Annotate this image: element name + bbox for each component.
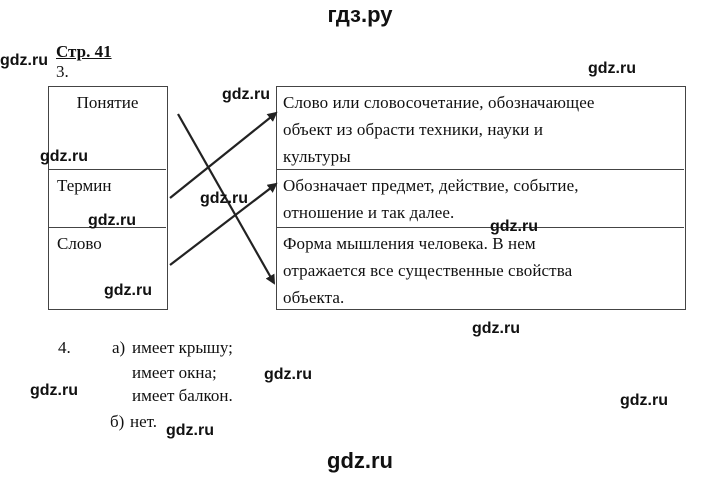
- watermark: gdz.ru: [264, 366, 312, 383]
- answer-b-label: б): [110, 412, 125, 431]
- definition-1: Слово или словосочетание, обозначающее о…: [277, 87, 684, 170]
- term-concept: Понятие: [49, 87, 166, 170]
- answer-b-text: нет.: [130, 412, 158, 431]
- watermark: gdz.ru: [620, 392, 668, 409]
- watermark: gdz.ru: [588, 60, 636, 77]
- arrow-word-to-definition-2: [169, 182, 278, 266]
- term-word: Слово: [49, 228, 166, 308]
- watermark: gdz.ru: [88, 212, 136, 229]
- term-label: Термин: [57, 176, 112, 195]
- definition-line: отношение и так далее.: [283, 203, 455, 222]
- watermark: gdz.ru: [104, 282, 152, 299]
- definition-line: объекта.: [283, 288, 345, 307]
- answer-a-line-1: имеет крышу;: [132, 338, 233, 357]
- watermark: gdz.ru: [40, 148, 88, 165]
- term-label: Слово: [57, 234, 102, 253]
- definitions-column: Слово или словосочетание, обозначающее о…: [276, 86, 686, 310]
- watermark: gdz.ru: [472, 320, 520, 337]
- definition-line: культуры: [283, 147, 351, 166]
- watermark: gdz.ru: [0, 52, 48, 69]
- definition-line: отражается все существенные свойства: [283, 261, 573, 280]
- term-term: Термин: [49, 170, 166, 228]
- arrow-term-to-definition-1: [169, 111, 278, 199]
- definition-3: Форма мышления человека. В нем отражаетс…: [277, 228, 684, 308]
- answer-a-line-3: имеет балкон.: [132, 386, 233, 405]
- definition-line: объект из обрасти техники, науки и: [283, 120, 544, 139]
- answer-a-line-2: имеет окна;: [132, 363, 217, 382]
- watermark: gdz.ru: [200, 190, 248, 207]
- site-footer: gdz.ru: [327, 448, 393, 473]
- watermark: gdz.ru: [222, 86, 270, 103]
- answer-a-label: а): [112, 338, 126, 357]
- definition-line: Слово или словосочетание, обозначающее: [283, 93, 595, 112]
- arrow-concept-to-definition-3: [177, 113, 275, 285]
- task-3-number: 3.: [56, 62, 69, 81]
- watermark: gdz.ru: [166, 422, 214, 439]
- watermark: gdz.ru: [30, 382, 78, 399]
- term-label: Понятие: [76, 93, 139, 112]
- definition-line: Обозначает предмет, действие, событие,: [283, 176, 579, 195]
- terms-column: Понятие Термин Слово: [48, 86, 168, 310]
- definition-2: Обозначает предмет, действие, событие, о…: [277, 170, 684, 228]
- page-reference: Стр. 41: [56, 42, 112, 61]
- watermark: gdz.ru: [490, 218, 538, 235]
- site-header: гдз.ру: [327, 2, 393, 27]
- task-4-number: 4.: [58, 338, 71, 357]
- definition-line: Форма мышления человека. В нем: [283, 234, 536, 253]
